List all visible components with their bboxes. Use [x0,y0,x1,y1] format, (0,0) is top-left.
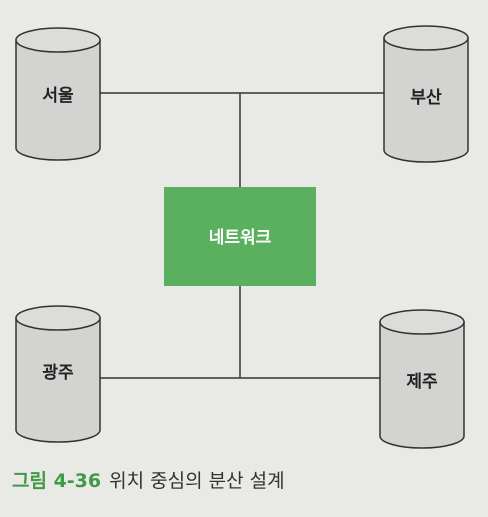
cylinder-gwangju: 광주 [15,305,101,443]
figure-caption: 그림 4-36 위치 중심의 분산 설계 [12,466,285,496]
figure-number: 그림 4-36 [12,470,102,492]
cylinder-busan: 부산 [383,25,469,163]
cylinder-seoul: 서울 [15,27,101,161]
network-box: 네트워크 [164,187,316,286]
seoul-label: 서울 [42,86,74,106]
gwangju-label: 광주 [42,363,74,383]
figure-title: 위치 중심의 분산 설계 [109,470,285,492]
cylinder-jeju: 제주 [379,309,465,449]
busan-label: 부산 [410,88,442,108]
network-label: 네트워크 [209,228,272,248]
network-connections [100,92,384,379]
jeju-label: 제주 [406,372,438,392]
